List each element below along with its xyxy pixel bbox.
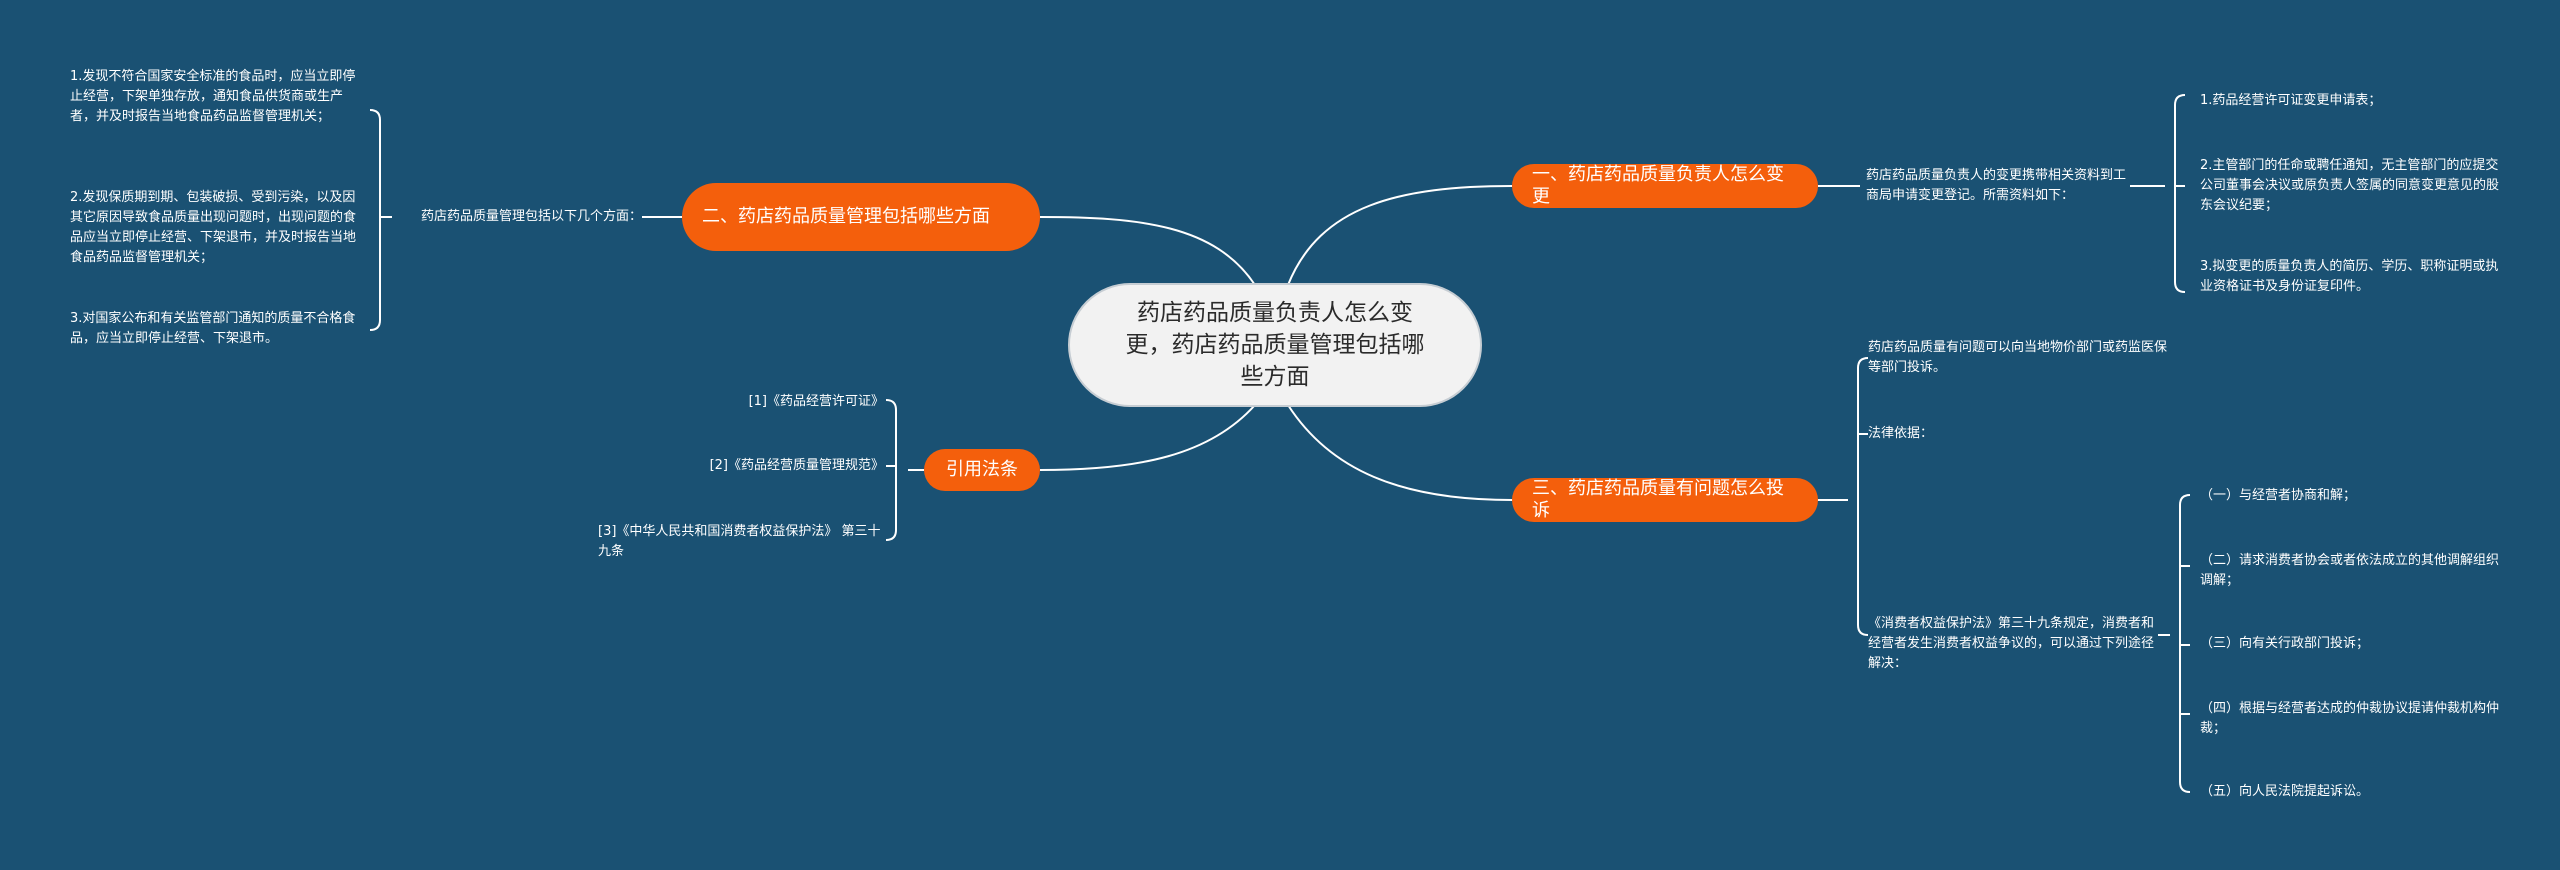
link-t2-bracket: [369, 109, 392, 331]
topic-quality-manager-change[interactable]: 一、药店药品质量负责人怎么变更: [1512, 164, 1818, 208]
t3-subitem-4: （四）根据与经营者达成的仲裁协议提请仲裁机构仲裁；: [2200, 701, 2500, 736]
t3-item-2: 法律依据：: [1868, 426, 1934, 441]
topic-label: 三、药店药品质量有问题怎么投诉: [1532, 478, 1784, 521]
link-center-t3: [1287, 404, 1513, 501]
topic-cited-laws[interactable]: 引用法条: [924, 449, 1040, 491]
link-center-t4: [1039, 404, 1256, 471]
topic-label: 二、药店药品质量管理包括哪些方面: [702, 206, 990, 227]
link-center-t2: [1039, 216, 1256, 286]
t3-item-3: 《消费者权益保护法》第三十九条规定，消费者和经营者发生消费者权益争议的，可以通过…: [1868, 616, 2155, 671]
t4-item-2: [2]《药品经营质量管理规范》: [709, 458, 884, 473]
t1-item-2: 2.主管部门的任命或聘任通知，无主管部门的应提交公司董事会决议或原负责人签属的同…: [2200, 158, 2500, 213]
t4-item-3: [3]《中华人民共和国消费者权益保护法》 第三十九条: [598, 524, 881, 559]
central-topic-label: 药店药品质量负责人怎么变更，药店药品质量管理包括哪些方面: [1125, 300, 1425, 390]
topic-label: 一、药店药品质量负责人怎么变更: [1532, 164, 1784, 207]
t1-item-3: 3.拟变更的质量负责人的简历、学历、职称证明或执业资格证书及身份证复印件。: [2200, 259, 2499, 294]
t2-item-3: 3.对国家公布和有关监管部门通知的质量不合格食品，应当立即停止经营、下架退市。: [70, 311, 356, 346]
t3-subitem-5: （五）向人民法院提起诉讼。: [2200, 784, 2370, 799]
t2-description: 药店药品质量管理包括以下几个方面：: [420, 209, 642, 224]
t1-item-1: 1.药品经营许可证变更申请表；: [2200, 93, 2382, 108]
topic-quality-management-aspects[interactable]: 二、药店药品质量管理包括哪些方面: [682, 183, 1040, 251]
t4-item-1: [1]《药品经营许可证》: [748, 394, 884, 409]
link-t1-bracket: [2130, 94, 2186, 293]
t3-item-1: 药店药品质量有问题可以向当地物价部门或药监医保等部门投诉。: [1868, 340, 2168, 375]
link-t3-sub-bracket: [2158, 494, 2191, 793]
t3-subitem-1: （一）与经营者协商和解；: [2200, 488, 2357, 503]
t3-subitem-2: （二）请求消费者协会或者依法成立的其他调解组织调解；: [2200, 553, 2500, 588]
topic-complaint[interactable]: 三、药店药品质量有问题怎么投诉: [1512, 478, 1818, 522]
t3-subitem-3: （三）向有关行政部门投诉；: [2200, 636, 2370, 651]
central-topic[interactable]: 药店药品质量负责人怎么变更，药店药品质量管理包括哪些方面: [1068, 283, 1482, 407]
t2-item-2: 2.发现保质期到期、包装破损、受到污染，以及因其它原因导致食品质量出现问题时，出…: [70, 190, 357, 265]
link-t4-bracket: [885, 399, 924, 541]
link-center-t1: [1287, 185, 1513, 286]
t1-description: 药店药品质量负责人的变更携带相关资料到工商局申请变更登记。所需资料如下：: [1866, 168, 2127, 203]
topic-label: 引用法条: [946, 459, 1018, 480]
t2-item-1: 1.发现不符合国家安全标准的食品时，应当立即停止经营，下架单独存放，通知食品供货…: [70, 69, 356, 124]
